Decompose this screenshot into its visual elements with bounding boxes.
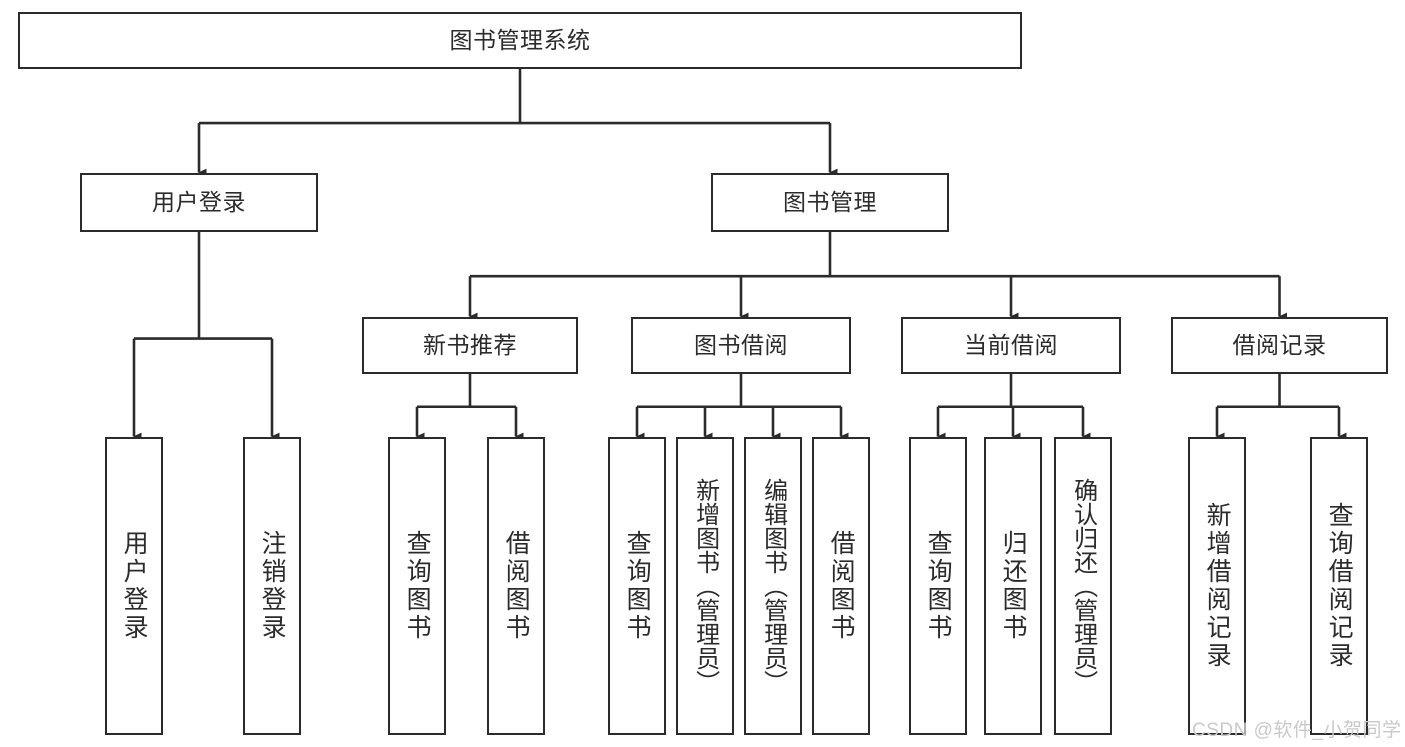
leaf-query-book-1-label: 查询图书	[403, 530, 432, 642]
node-borrow-record-label: 借阅记录	[1232, 331, 1327, 358]
leaf-borrow-book-2[interactable]: 借阅图书	[812, 437, 870, 735]
leaf-query-record[interactable]: 查询借阅记录	[1310, 437, 1368, 735]
leaf-borrow-book-2-label: 借阅图书	[827, 530, 856, 642]
leaf-borrow-book-1[interactable]: 借阅图书	[487, 437, 545, 735]
leaf-query-book-1[interactable]: 查询图书	[388, 437, 446, 735]
leaf-return-book-label: 归还图书	[999, 530, 1028, 642]
leaf-query-book-3-label: 查询图书	[924, 530, 953, 642]
node-book-manage[interactable]: 图书管理	[711, 173, 949, 232]
leaf-confirm-return[interactable]: 确认归还（管理员）	[1054, 437, 1112, 735]
leaf-query-record-label: 查询借阅记录	[1325, 502, 1354, 670]
node-new-book-rec-label: 新书推荐	[423, 331, 517, 358]
node-user-login-label: 用户登录	[152, 188, 246, 215]
node-current-borrow-label: 当前借阅	[964, 331, 1058, 358]
leaf-borrow-book-1-label: 借阅图书	[502, 530, 531, 642]
leaf-user-login-label: 用户登录	[120, 530, 149, 642]
node-book-manage-label: 图书管理	[783, 188, 877, 215]
node-user-login[interactable]: 用户登录	[80, 173, 318, 232]
leaf-add-book-label: 新增图书（管理员）	[691, 478, 719, 694]
leaf-query-book-2[interactable]: 查询图书	[608, 437, 666, 735]
node-book-borrow[interactable]: 图书借阅	[631, 317, 851, 374]
leaf-query-book-2-label: 查询图书	[623, 530, 652, 642]
leaf-edit-book-label: 编辑图书（管理员）	[759, 478, 787, 694]
node-book-borrow-label: 图书借阅	[694, 331, 788, 358]
leaf-user-login[interactable]: 用户登录	[105, 437, 163, 735]
leaf-user-logout-label: 注销登录	[258, 530, 287, 642]
leaf-add-record[interactable]: 新增借阅记录	[1188, 437, 1246, 735]
leaf-edit-book[interactable]: 编辑图书（管理员）	[744, 437, 802, 735]
leaf-return-book[interactable]: 归还图书	[984, 437, 1042, 735]
leaf-add-record-label: 新增借阅记录	[1203, 502, 1232, 670]
leaf-add-book[interactable]: 新增图书（管理员）	[676, 437, 734, 735]
leaf-query-book-3[interactable]: 查询图书	[909, 437, 967, 735]
node-new-book-rec[interactable]: 新书推荐	[362, 317, 578, 374]
node-current-borrow[interactable]: 当前借阅	[901, 317, 1121, 374]
leaf-confirm-return-label: 确认归还（管理员）	[1069, 478, 1097, 694]
csdn-watermark: CSDN @软件_小贺同学	[1192, 720, 1402, 741]
node-root-label: 图书管理系统	[449, 26, 591, 53]
node-borrow-record[interactable]: 借阅记录	[1171, 317, 1388, 374]
node-root[interactable]: 图书管理系统	[18, 12, 1022, 69]
leaf-user-logout[interactable]: 注销登录	[243, 437, 301, 735]
